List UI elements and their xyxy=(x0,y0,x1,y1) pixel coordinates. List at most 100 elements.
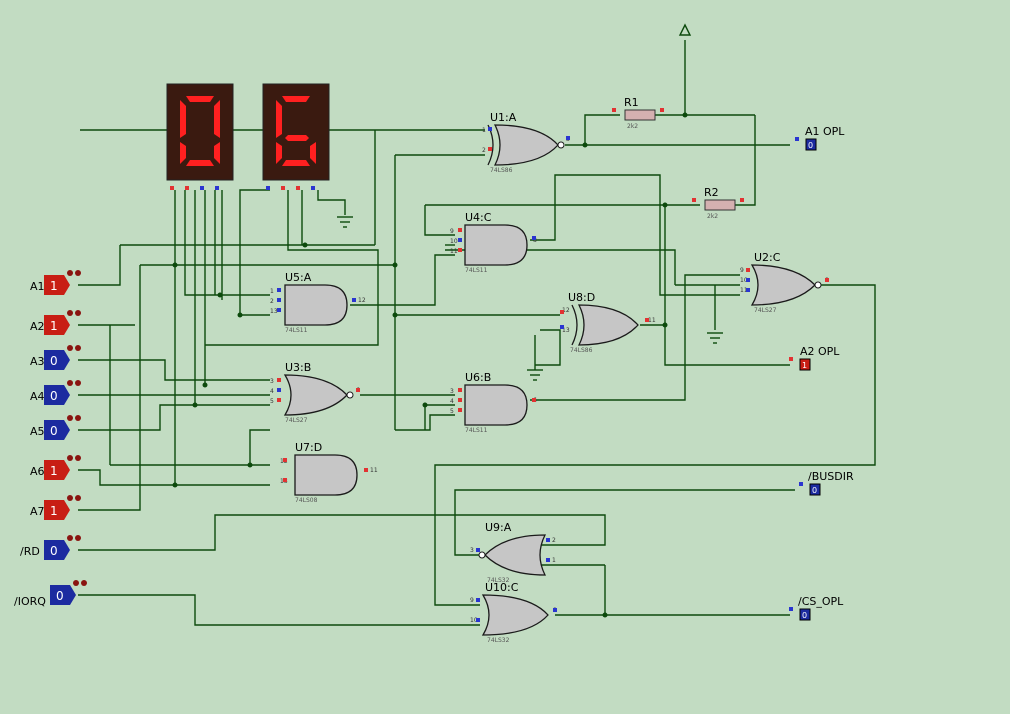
svg-text:0: 0 xyxy=(50,389,58,403)
logic-state-box[interactable] xyxy=(44,275,70,295)
gate-u8d[interactable]: U8:D 74LS86 12 13 11 xyxy=(562,291,656,354)
svg-text:11: 11 xyxy=(450,248,458,255)
gate-u4c[interactable]: U4:C 74LS11 9 10 11 8 xyxy=(450,211,537,274)
input-a5[interactable]: A5 0 xyxy=(30,415,81,440)
svg-text:13: 13 xyxy=(562,327,570,334)
svg-text:9: 9 xyxy=(450,228,454,235)
svg-text:A7: A7 xyxy=(30,505,45,518)
gate-u10c[interactable]: U10:C 74LS32 9 10 8 xyxy=(470,581,557,644)
svg-text:74LS86: 74LS86 xyxy=(490,167,513,174)
svg-text:74LS86: 74LS86 xyxy=(570,347,593,354)
input-a7[interactable]: A7 1 xyxy=(30,495,81,520)
svg-text:0: 0 xyxy=(50,354,58,368)
svg-text:11: 11 xyxy=(648,317,656,324)
gate-u9a[interactable]: U9:A 74LS32 3 2 1 xyxy=(470,521,556,584)
svg-text:1: 1 xyxy=(552,557,556,564)
gate-u5a[interactable]: U5:A 74LS11 1 2 13 12 xyxy=(270,271,366,334)
svg-text:A4: A4 xyxy=(30,390,45,403)
svg-text:U6:B: U6:B xyxy=(465,371,491,384)
svg-text:74LS32: 74LS32 xyxy=(487,577,510,584)
gate-u7d[interactable]: U7:D 74LS08 12 13 11 xyxy=(280,441,378,504)
svg-text:74LS32: 74LS32 xyxy=(487,637,510,644)
svg-text:10: 10 xyxy=(470,617,478,624)
input-iorq[interactable]: /IORQ 0 xyxy=(14,580,87,608)
svg-text:74LS11: 74LS11 xyxy=(465,427,488,434)
svg-text:0: 0 xyxy=(802,611,807,620)
svg-text:1: 1 xyxy=(50,319,58,333)
svg-text:5: 5 xyxy=(270,398,274,405)
pin-state-markers xyxy=(277,127,829,622)
svg-text:10: 10 xyxy=(450,238,458,245)
seven-segment-display-2[interactable] xyxy=(262,83,330,190)
gate-u1a[interactable]: U1:A 74LS86 1 2 3 xyxy=(482,111,570,174)
output-cs-opl: 0 /CS_OPL xyxy=(789,595,844,621)
svg-text:R1: R1 xyxy=(624,96,639,109)
ground-icon xyxy=(527,369,543,381)
svg-text:0: 0 xyxy=(812,486,817,495)
svg-text:1: 1 xyxy=(482,127,486,134)
gate-u6b[interactable]: U6:B 74LS11 3 4 5 6 xyxy=(450,371,537,434)
svg-text:U10:C: U10:C xyxy=(485,581,519,594)
svg-text:U3:B: U3:B xyxy=(285,361,311,374)
svg-text:0: 0 xyxy=(50,544,58,558)
svg-text:2: 2 xyxy=(552,537,556,544)
svg-text:1: 1 xyxy=(50,464,58,478)
svg-text:U5:A: U5:A xyxy=(285,271,312,284)
input-rd[interactable]: /RD 0 xyxy=(20,535,81,560)
svg-text:11: 11 xyxy=(740,287,748,294)
output-busdir: 0 /BUSDIR xyxy=(799,470,854,496)
svg-text:R2: R2 xyxy=(704,186,719,199)
svg-text:U4:C: U4:C xyxy=(465,211,492,224)
svg-text:3: 3 xyxy=(450,388,454,395)
svg-text:12: 12 xyxy=(562,307,570,314)
svg-text:0: 0 xyxy=(56,589,64,603)
svg-text:13: 13 xyxy=(270,308,278,315)
svg-text:3: 3 xyxy=(270,378,274,385)
svg-text:U8:D: U8:D xyxy=(568,291,595,304)
resistor-r1[interactable]: R1 2k2 xyxy=(612,96,664,130)
svg-text:A6: A6 xyxy=(30,465,45,478)
svg-text:5: 5 xyxy=(450,408,454,415)
input-a3[interactable]: A3 0 xyxy=(30,345,81,370)
svg-text:1: 1 xyxy=(802,361,807,370)
gate-u3b[interactable]: U3:B 74LS27 3 4 5 6 xyxy=(270,361,360,424)
svg-text:11: 11 xyxy=(370,467,378,474)
svg-text:/IORQ: /IORQ xyxy=(14,595,46,608)
svg-text:1: 1 xyxy=(50,504,58,518)
power-icon xyxy=(678,23,692,36)
svg-text:U1:A: U1:A xyxy=(490,111,517,124)
output-a1-opl: 0 A1 OPL xyxy=(795,125,845,151)
resistor-r2[interactable]: R2 2k2 xyxy=(692,186,744,220)
svg-text:0: 0 xyxy=(808,141,813,150)
svg-text:A5: A5 xyxy=(30,425,45,438)
svg-text:U9:A: U9:A xyxy=(485,521,512,534)
svg-text:0: 0 xyxy=(50,424,58,438)
svg-text:1: 1 xyxy=(270,288,274,295)
svg-text:2k2: 2k2 xyxy=(627,123,638,130)
svg-text:A1 OPL: A1 OPL xyxy=(805,125,845,138)
input-a6[interactable]: A6 1 xyxy=(30,455,81,480)
svg-text:10: 10 xyxy=(740,277,748,284)
svg-text:4: 4 xyxy=(450,398,454,405)
input-a4[interactable]: A4 0 xyxy=(30,380,81,405)
junctions xyxy=(172,112,688,618)
svg-text:3: 3 xyxy=(470,547,474,554)
ground-icon xyxy=(337,216,353,228)
input-a1[interactable]: A1 1 xyxy=(30,270,81,295)
svg-text:12: 12 xyxy=(358,297,366,304)
ground-icon xyxy=(707,332,723,344)
svg-text:A2 OPL: A2 OPL xyxy=(800,345,840,358)
gate-u2c[interactable]: U2:C 74LS27 9 10 11 8 xyxy=(740,251,829,314)
seven-segment-display-1[interactable] xyxy=(166,83,234,190)
svg-text:/RD: /RD xyxy=(20,545,40,558)
svg-text:U7:D: U7:D xyxy=(295,441,322,454)
svg-text:74LS08: 74LS08 xyxy=(295,497,318,504)
svg-text:A3: A3 xyxy=(30,355,45,368)
svg-text:2: 2 xyxy=(482,147,486,154)
svg-text:4: 4 xyxy=(270,388,274,395)
svg-text:74LS11: 74LS11 xyxy=(285,327,308,334)
svg-text:9: 9 xyxy=(740,267,744,274)
svg-text:9: 9 xyxy=(470,597,474,604)
input-a2[interactable]: A2 1 xyxy=(30,310,81,335)
